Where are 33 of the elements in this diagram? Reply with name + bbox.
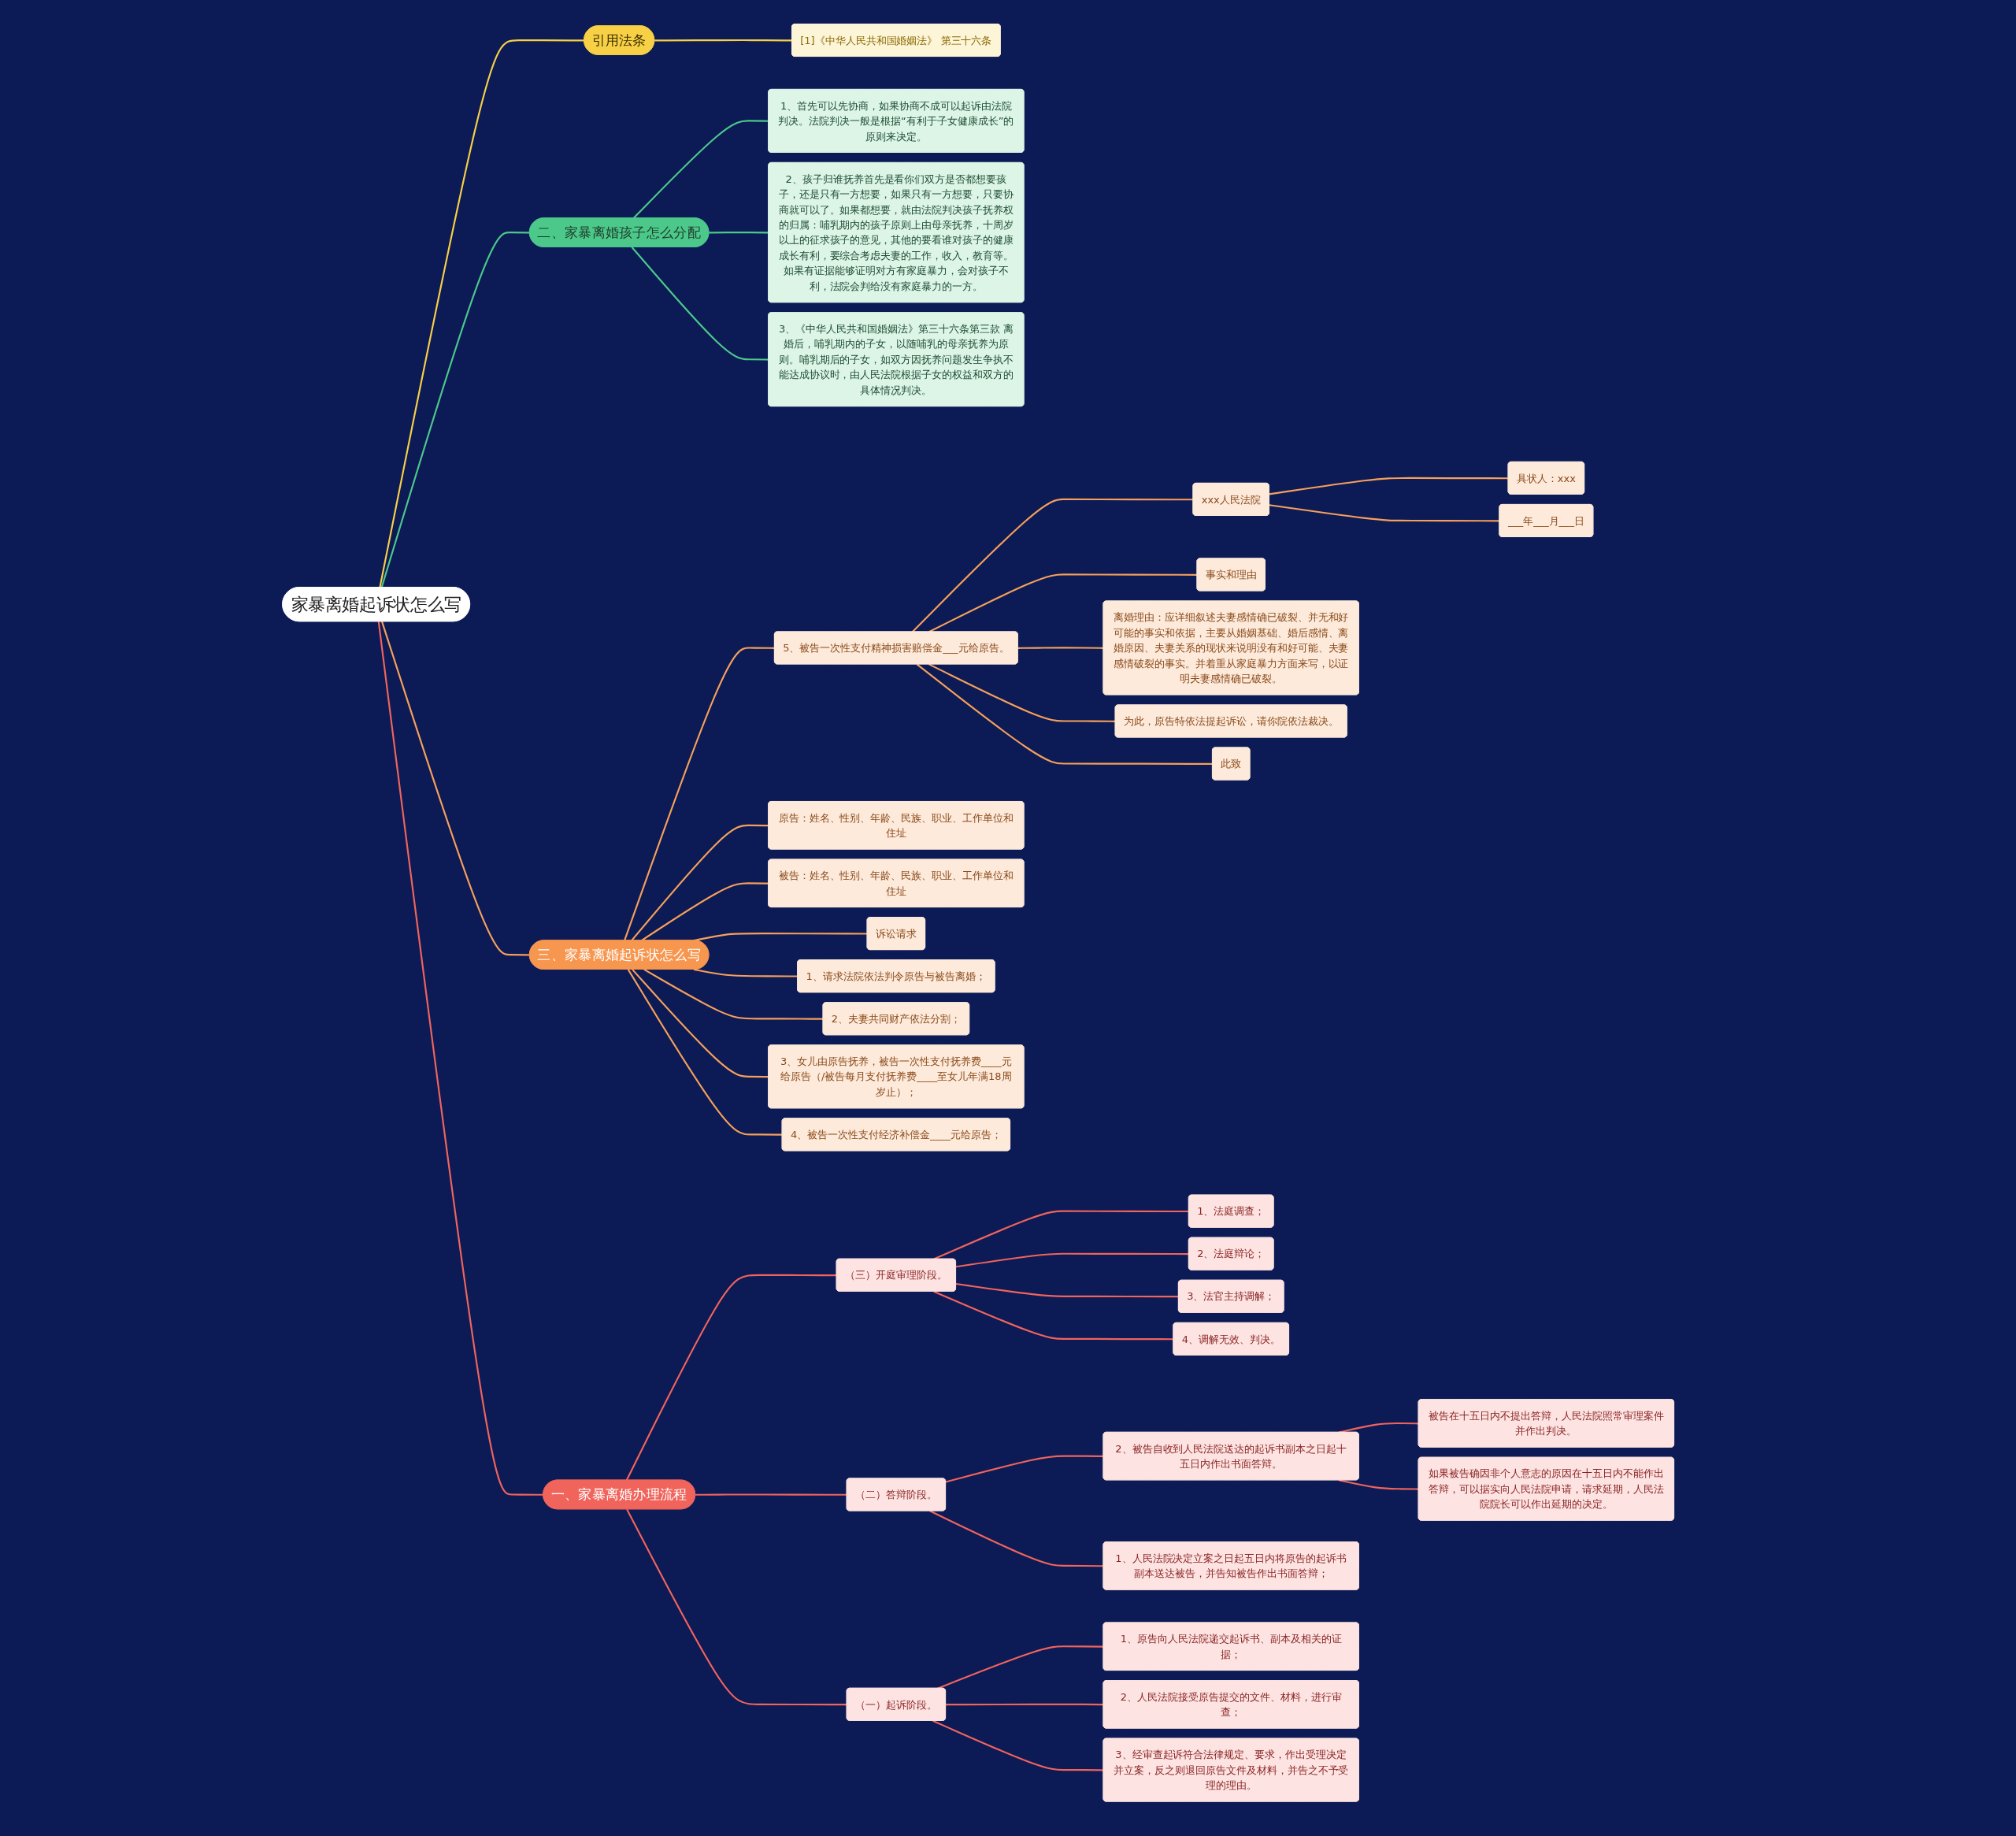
- connector: [654, 39, 792, 41]
- connector: [933, 1290, 1174, 1340]
- connector: [624, 646, 775, 940]
- connector: [928, 573, 1198, 632]
- connector: [627, 968, 783, 1136]
- connector: [632, 968, 769, 1077]
- connector: [641, 881, 769, 941]
- connector: [631, 824, 769, 941]
- connector: [643, 968, 824, 1020]
- connector: [709, 231, 769, 233]
- connector: [380, 231, 530, 588]
- connector: [1017, 646, 1104, 649]
- connector: [1269, 477, 1509, 495]
- connector: [1338, 1478, 1419, 1490]
- connector: [631, 246, 769, 361]
- connector: [377, 621, 543, 1496]
- connector: [945, 1455, 1104, 1482]
- connector: [693, 968, 798, 977]
- connector: [379, 39, 584, 588]
- connector: [955, 1252, 1189, 1267]
- connector: [916, 663, 1213, 765]
- connector: [911, 498, 1194, 632]
- connector: [632, 119, 769, 219]
- connector: [929, 1509, 1104, 1567]
- connector: [932, 1719, 1104, 1771]
- connector: [625, 1274, 837, 1481]
- connector: [928, 662, 1116, 722]
- connector: [945, 1703, 1104, 1705]
- connector: [695, 1493, 847, 1496]
- connector: [381, 621, 530, 956]
- connector: [626, 1508, 847, 1705]
- connector: [1269, 503, 1500, 521]
- connector: [955, 1282, 1179, 1297]
